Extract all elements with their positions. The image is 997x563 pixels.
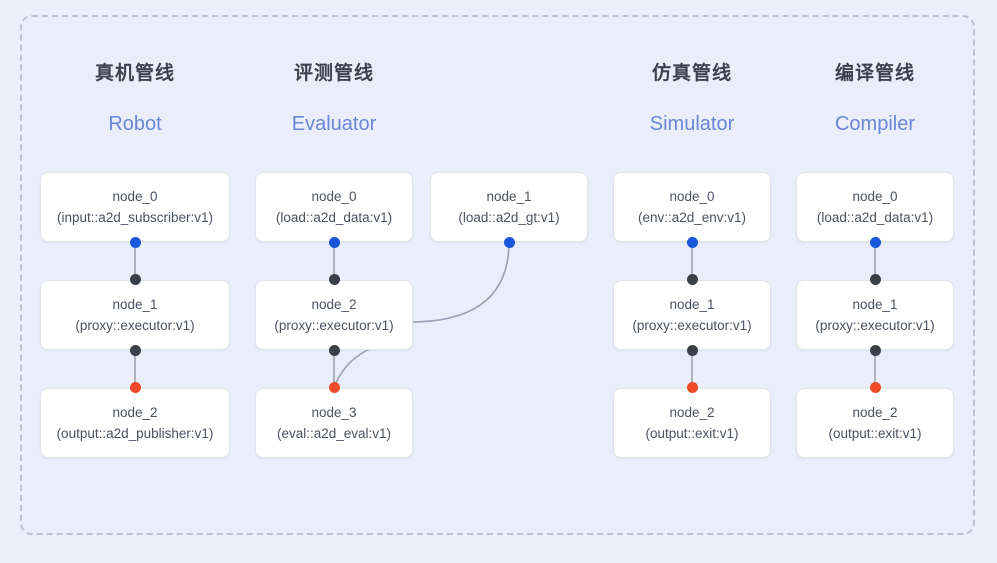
node-label-type: (input::a2d_subscriber:v1) bbox=[56, 210, 214, 225]
node-label-type: (load::a2d_data:v1) bbox=[816, 210, 934, 225]
port-output-evaluator-2[interactable] bbox=[328, 344, 340, 356]
node-robot-2[interactable]: node_2 (output::a2d_publisher:v1) bbox=[40, 388, 230, 458]
node-evaluator-1[interactable]: node_1 (load::a2d_gt:v1) bbox=[430, 172, 588, 242]
node-label-name: node_1 bbox=[669, 297, 715, 312]
node-label-name: node_1 bbox=[112, 297, 158, 312]
node-evaluator-3[interactable]: node_3 (eval::a2d_eval:v1) bbox=[255, 388, 413, 458]
node-simulator-2[interactable]: node_2 (output::exit:v1) bbox=[613, 388, 771, 458]
node-label-type: (proxy::executor:v1) bbox=[632, 318, 752, 333]
node-compiler-2[interactable]: node_2 (output::exit:v1) bbox=[796, 388, 954, 458]
node-robot-0[interactable]: node_0 (input::a2d_subscriber:v1) bbox=[40, 172, 230, 242]
port-input-evaluator-2[interactable] bbox=[328, 273, 340, 285]
column-header-evaluator: 评测管线 Evaluator bbox=[234, 62, 434, 136]
node-label-name: node_0 bbox=[852, 189, 898, 204]
port-output-robot-1[interactable] bbox=[129, 344, 141, 356]
column-title-cn-simulator: 仿真管线 bbox=[651, 63, 732, 84]
port-output-simulator-0[interactable] bbox=[686, 236, 698, 248]
node-label-type: (proxy::executor:v1) bbox=[75, 318, 195, 333]
column-title-en-compiler: Compiler bbox=[834, 113, 916, 135]
node-label-type: (proxy::executor:v1) bbox=[815, 318, 935, 333]
port-output-compiler-1[interactable] bbox=[869, 344, 881, 356]
port-output-evaluator-0[interactable] bbox=[328, 236, 340, 248]
port-input-simulator-1[interactable] bbox=[686, 273, 698, 285]
node-label-type: (eval::a2d_eval:v1) bbox=[276, 426, 392, 441]
column-title-en-evaluator: Evaluator bbox=[291, 113, 377, 135]
column-header-compiler: 编译管线 Compiler bbox=[775, 62, 975, 136]
node-simulator-0[interactable]: node_0 (env::a2d_env:v1) bbox=[613, 172, 771, 242]
node-label-name: node_3 bbox=[311, 405, 357, 420]
port-output-robot-0[interactable] bbox=[129, 236, 141, 248]
column-title-cn-evaluator: 评测管线 bbox=[293, 63, 374, 84]
node-label-type: (output::a2d_publisher:v1) bbox=[56, 426, 214, 441]
port-output-evaluator-1[interactable] bbox=[503, 236, 515, 248]
column-header-robot: 真机管线 Robot bbox=[35, 62, 235, 136]
node-label-name: node_1 bbox=[852, 297, 898, 312]
column-title-en-robot: Robot bbox=[108, 113, 162, 135]
port-input-robot-2[interactable] bbox=[129, 381, 141, 393]
column-header-simulator: 仿真管线 Simulator bbox=[592, 62, 792, 136]
node-label-type: (proxy::executor:v1) bbox=[274, 318, 394, 333]
node-label-type: (output::exit:v1) bbox=[645, 426, 739, 441]
node-compiler-0[interactable]: node_0 (load::a2d_data:v1) bbox=[796, 172, 954, 242]
node-label-type: (load::a2d_data:v1) bbox=[275, 210, 393, 225]
column-title-cn-compiler: 编译管线 bbox=[834, 63, 915, 84]
port-input-simulator-2[interactable] bbox=[686, 381, 698, 393]
port-input-compiler-1[interactable] bbox=[869, 273, 881, 285]
node-label-type: (output::exit:v1) bbox=[828, 426, 922, 441]
node-compiler-1[interactable]: node_1 (proxy::executor:v1) bbox=[796, 280, 954, 350]
node-label-name: node_1 bbox=[486, 189, 532, 204]
node-label-name: node_0 bbox=[112, 189, 158, 204]
node-label-name: node_0 bbox=[669, 189, 715, 204]
node-label-name: node_2 bbox=[311, 297, 357, 312]
node-label-type: (env::a2d_env:v1) bbox=[637, 210, 747, 225]
column-title-cn-robot: 真机管线 bbox=[94, 63, 175, 84]
port-input-robot-1[interactable] bbox=[129, 273, 141, 285]
column-title-en-simulator: Simulator bbox=[649, 113, 735, 135]
node-label-name: node_2 bbox=[669, 405, 715, 420]
node-label-name: node_0 bbox=[311, 189, 357, 204]
port-input-evaluator-3[interactable] bbox=[328, 381, 340, 393]
node-label-name: node_2 bbox=[852, 405, 898, 420]
node-evaluator-2[interactable]: node_2 (proxy::executor:v1) bbox=[255, 280, 413, 350]
node-label-type: (load::a2d_gt:v1) bbox=[458, 210, 560, 225]
port-output-compiler-0[interactable] bbox=[869, 236, 881, 248]
port-input-compiler-2[interactable] bbox=[869, 381, 881, 393]
port-output-simulator-1[interactable] bbox=[686, 344, 698, 356]
node-simulator-1[interactable]: node_1 (proxy::executor:v1) bbox=[613, 280, 771, 350]
node-label-name: node_2 bbox=[112, 405, 158, 420]
node-evaluator-0[interactable]: node_0 (load::a2d_data:v1) bbox=[255, 172, 413, 242]
node-robot-1[interactable]: node_1 (proxy::executor:v1) bbox=[40, 280, 230, 350]
